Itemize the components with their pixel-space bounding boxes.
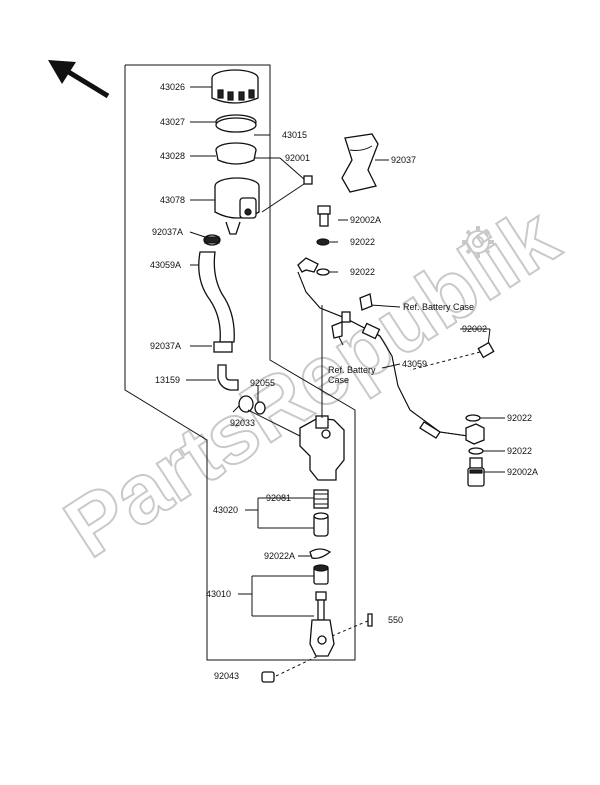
label-92022-c: 92022 (507, 413, 532, 423)
screw-92001 (261, 175, 313, 213)
spring-92081 (313, 489, 329, 509)
label-92001: 92001 (285, 153, 310, 163)
leader-lines (186, 86, 505, 473)
hose-43059A (198, 251, 235, 343)
clip-92037A-bottom (213, 341, 233, 353)
label-92022-b: 92022 (350, 267, 375, 277)
cup-43020 (313, 512, 329, 537)
battery-bracket (331, 293, 373, 339)
label-43027: 43027 (160, 117, 185, 127)
pipe-13159 (217, 364, 239, 391)
pushrod-clevis (309, 619, 335, 657)
watermark: PartsRepublik (48, 187, 575, 576)
bolt-92002 (409, 341, 495, 371)
label-13159: 13159 (155, 375, 180, 385)
washer-92022-c (465, 414, 481, 422)
label-43078: 43078 (160, 195, 185, 205)
bracket-43010 (238, 575, 314, 617)
label-550: 550 (388, 615, 403, 625)
clip-92037A-top (203, 234, 221, 246)
label-92022-d: 92022 (507, 446, 532, 456)
label-43059: 43059 (402, 359, 427, 369)
circlip-92022A (309, 548, 332, 560)
piston-43010 (313, 564, 329, 621)
label-92037A-top: 92037A (152, 227, 183, 237)
bolt-92002A-bottom (467, 457, 485, 487)
label-92022A: 92022A (264, 551, 295, 561)
oring-92055 (254, 401, 266, 415)
label-92081: 92081 (266, 493, 291, 503)
plate-43027 (215, 114, 257, 133)
washer-92022-b (316, 268, 330, 276)
outline-box-left (124, 64, 356, 661)
clamp-92037 (341, 133, 379, 193)
bolt-92043 (261, 671, 275, 683)
label-ref-battery-case-1: Ref. Battery Case (403, 302, 474, 312)
leader-550 (331, 619, 371, 637)
bolt-92002A-top (317, 205, 331, 227)
pin-550 (367, 613, 373, 627)
label-92033: 92033 (230, 418, 255, 428)
brake-hose-43059 (297, 257, 485, 445)
reservoir-cap-43026 (211, 69, 259, 104)
label-43020: 43020 (213, 505, 238, 515)
leader-92043 (275, 654, 321, 677)
bracket-43020 (245, 497, 314, 529)
gear-icon (462, 226, 494, 258)
label-43028: 43028 (160, 151, 185, 161)
label-92022-a: 92022 (350, 237, 375, 247)
washer-92022-d (468, 447, 484, 455)
label-43010: 43010 (206, 589, 231, 599)
diaphragm-43028 (215, 142, 257, 165)
direction-arrow-icon (48, 60, 110, 99)
reservoir-43078 (214, 177, 260, 235)
label-92037A-bottom: 92037A (150, 341, 181, 351)
label-92055: 92055 (250, 378, 275, 388)
label-92002A-bottom: 92002A (507, 467, 538, 477)
label-ref-battery-2a: Ref. Battery (328, 365, 376, 375)
master-cylinder-body (247, 305, 345, 481)
ring-92033 (238, 395, 254, 413)
label-43059A: 43059A (150, 260, 181, 270)
label-92037: 92037 (391, 155, 416, 165)
label-ref-battery-2b: Case (328, 375, 349, 385)
label-92002: 92002 (462, 324, 487, 334)
label-92002A-top: 92002A (350, 215, 381, 225)
washer-92022-a (316, 238, 330, 246)
watermark-text: PartsRepublik (49, 188, 574, 575)
label-43015: 43015 (282, 130, 307, 140)
label-43026: 43026 (160, 82, 185, 92)
label-92043: 92043 (214, 671, 239, 681)
